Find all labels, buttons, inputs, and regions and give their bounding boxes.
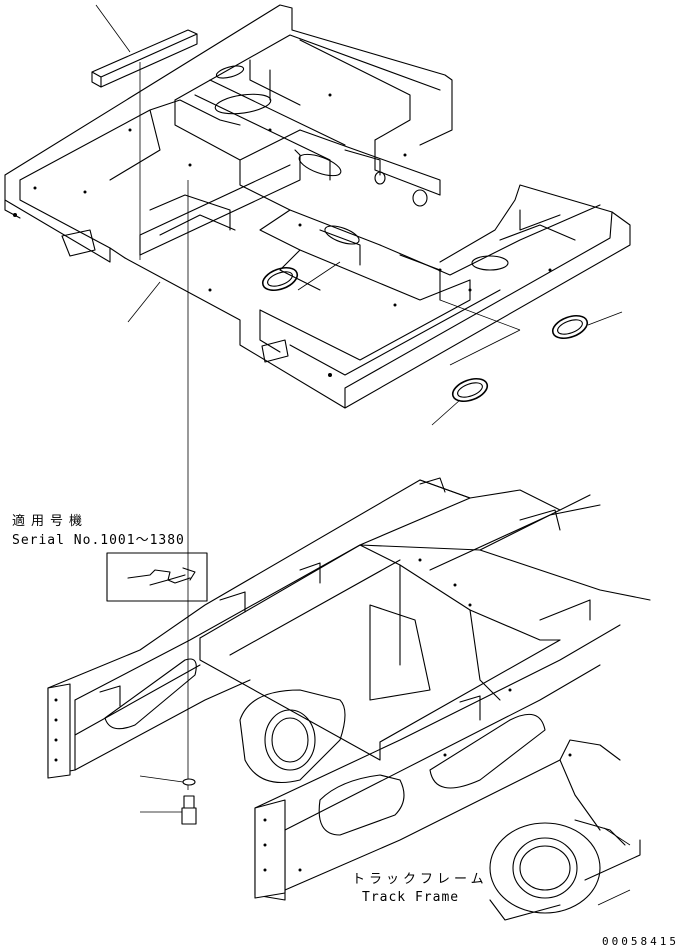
bolt-part <box>140 795 197 825</box>
washer-part <box>139 775 196 786</box>
leader-lines-upper <box>127 62 623 790</box>
grommet-part <box>261 266 299 292</box>
leader-line <box>95 4 131 53</box>
revolving-frame <box>4 4 631 409</box>
leader-line <box>597 889 631 906</box>
grommet-part <box>451 377 489 403</box>
track-frame-jp-label: トラックフレーム <box>352 872 488 887</box>
drawing-number: 00058415 <box>602 935 679 948</box>
applicability-jp-label: 適用号機 <box>12 514 89 529</box>
leader-line <box>603 827 631 846</box>
track-frame-en-label: Track Frame <box>362 890 460 905</box>
applicability-inset <box>106 552 208 602</box>
track-frame <box>47 477 651 921</box>
cover-plate-part <box>91 29 198 88</box>
grommet-part <box>551 314 589 340</box>
applicability-serial-label: Serial No.1001～1380 <box>12 533 185 548</box>
